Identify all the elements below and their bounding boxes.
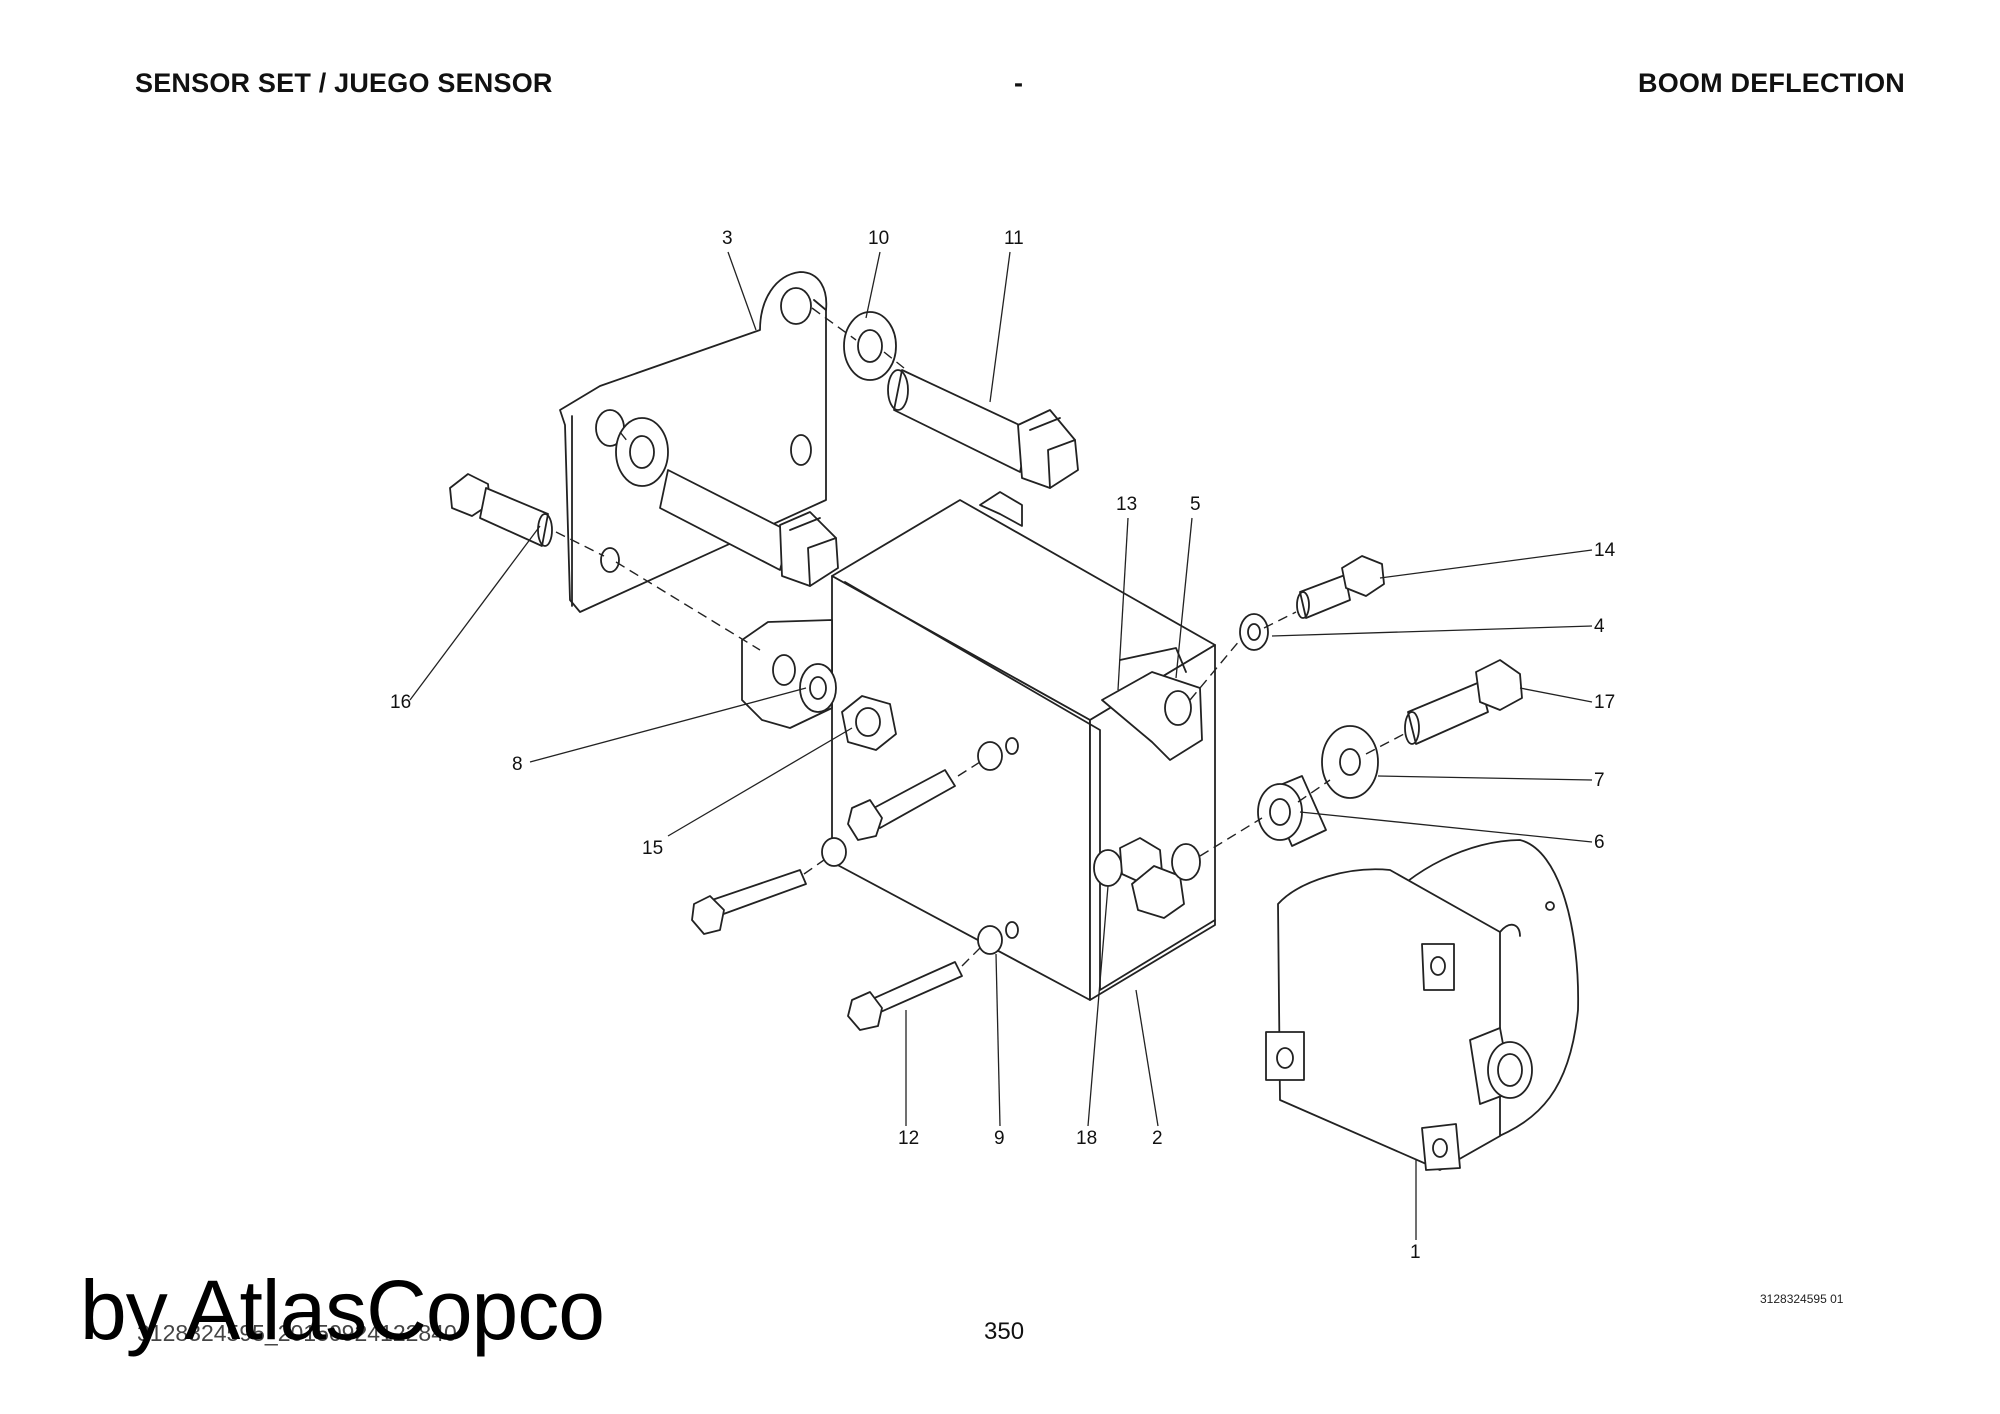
sensor-unit xyxy=(1265,839,1580,1171)
callout-7: 7 xyxy=(1594,770,1605,791)
assembly-lines xyxy=(555,307,1405,967)
callout-8: 8 xyxy=(512,754,523,775)
washer-upper xyxy=(843,311,897,381)
callout-4: 4 xyxy=(1594,616,1605,637)
callout-9: 9 xyxy=(994,1128,1005,1149)
callout-14: 14 xyxy=(1594,540,1616,561)
callout-17: 17 xyxy=(1594,692,1615,713)
page-header-section: BOOM DEFLECTION xyxy=(1638,68,1905,98)
small-washer xyxy=(1239,613,1269,651)
callout-10: 10 xyxy=(868,228,889,249)
left-clamp-block xyxy=(741,619,837,729)
bolt-left xyxy=(449,473,553,547)
side-screw xyxy=(1093,837,1201,919)
callout-3: 3 xyxy=(722,228,733,249)
document-id: 3128324595 01 xyxy=(1760,1292,1844,1306)
page-header-title: SENSOR SET / JUEGO SENSOR xyxy=(135,68,553,98)
callout-1: 1 xyxy=(1410,1242,1421,1263)
callout-11: 11 xyxy=(1004,228,1024,249)
callout-16: 16 xyxy=(390,692,411,713)
page-number: 350 xyxy=(984,1318,1025,1345)
clamp-block xyxy=(1101,647,1203,761)
front-bolts xyxy=(691,737,1019,1031)
bolt-right-lower xyxy=(1404,659,1523,745)
callout-2: 2 xyxy=(1152,1128,1163,1149)
callout-15: 15 xyxy=(642,838,663,859)
leader-lines xyxy=(409,251,1593,1240)
page-header-separator: - xyxy=(1014,68,1024,98)
large-washer xyxy=(1321,725,1379,799)
callouts: 3 10 11 13 5 14 4 17 7 6 16 8 15 12 9 18… xyxy=(390,228,1616,1263)
watermark-text: by AtlasCopco xyxy=(80,1263,605,1357)
callout-6: 6 xyxy=(1594,832,1605,853)
callout-18: 18 xyxy=(1076,1128,1097,1149)
bolt-right-upper xyxy=(1296,555,1385,619)
spacer xyxy=(1257,775,1327,847)
bolt-lower-bracket xyxy=(615,417,839,587)
callout-5: 5 xyxy=(1190,494,1201,515)
bolt-upper xyxy=(887,369,1079,489)
file-reference: 3128324595_20150924122840 xyxy=(137,1320,457,1346)
callout-12: 12 xyxy=(898,1128,919,1149)
nut xyxy=(841,695,897,751)
callout-13: 13 xyxy=(1116,494,1137,515)
